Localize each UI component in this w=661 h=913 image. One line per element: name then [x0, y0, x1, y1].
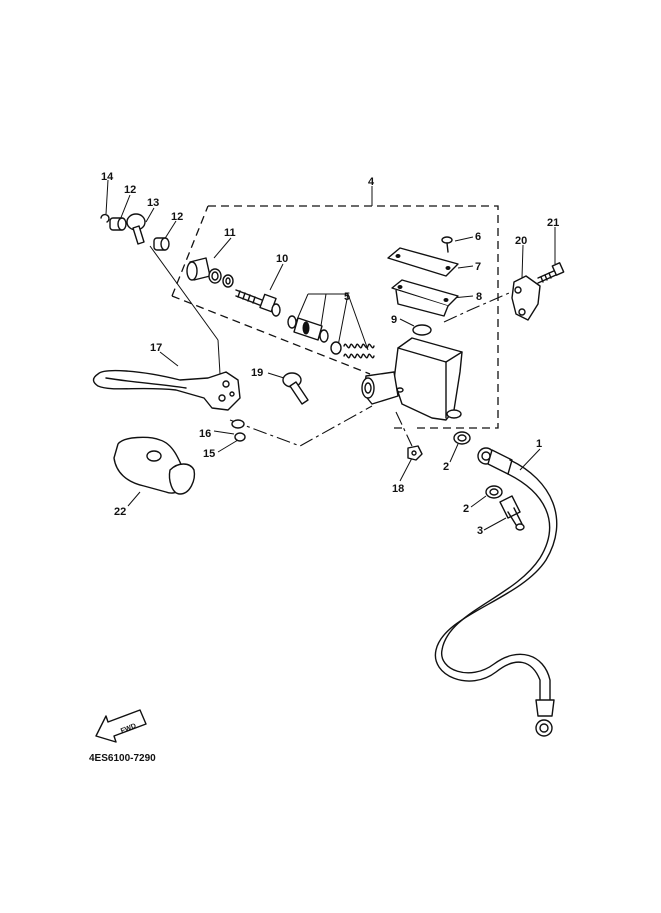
- cap-screw: [441, 236, 453, 253]
- callout-17: 17: [150, 342, 162, 354]
- callout-22: 22: [114, 506, 126, 518]
- master-cylinder-body: [361, 337, 463, 421]
- callout-20: 20: [515, 235, 527, 247]
- brake-lever: [92, 369, 241, 411]
- callout-12-right: 12: [171, 211, 183, 223]
- diaphragm: [391, 279, 459, 317]
- locknut-18: [407, 445, 423, 461]
- reservoir-cap: [387, 247, 459, 277]
- washer-16: [231, 419, 245, 429]
- alignment-line-pin-18: [395, 411, 413, 447]
- e-clip: [100, 213, 110, 223]
- callout-14: 14: [101, 171, 114, 183]
- callout-2-top: 2: [443, 461, 449, 473]
- push-rod: [235, 289, 281, 317]
- callout-4: 4: [368, 176, 375, 188]
- callout-7: 7: [475, 261, 481, 273]
- brake-hose: [434, 447, 558, 737]
- forward-direction-arrow-icon: FWD: [95, 709, 147, 743]
- callout-19: 19: [251, 367, 263, 379]
- pivot-bolt: [126, 213, 146, 245]
- diagram-reference-code: 4ES6100-7290: [89, 753, 156, 764]
- callout-15: 15: [203, 448, 215, 460]
- nut-left: [109, 217, 127, 231]
- lever-cover: [113, 436, 196, 495]
- piston-kit: [287, 315, 375, 359]
- callout-18: 18: [392, 483, 404, 495]
- callout-13: 13: [147, 197, 159, 209]
- circlip-15: [234, 432, 246, 442]
- callout-2-bottom: 2: [463, 503, 469, 515]
- master-cylinder-assembly-boundary: [171, 205, 499, 429]
- callout-6: 6: [475, 231, 481, 243]
- copper-washer-top: [453, 431, 471, 445]
- alignment-line-mount-bolt: [443, 289, 517, 323]
- callout-16: 16: [199, 428, 211, 440]
- holder-bolt: [537, 262, 565, 284]
- master-cylinder-holder: [511, 275, 541, 321]
- callout-21: 21: [547, 217, 559, 229]
- callout-11: 11: [224, 227, 236, 239]
- callout-12-left: 12: [124, 184, 136, 196]
- callout-3: 3: [477, 525, 483, 537]
- alignment-line-lever-pivot: [229, 405, 373, 447]
- callout-8: 8: [476, 291, 482, 303]
- callout-numbers: 1 2 2 3 4 5 6 7 8 9 10 11 12 12 13 14 15…: [101, 171, 559, 537]
- diaphragm-plate: [412, 324, 432, 336]
- dust-boot: [186, 257, 234, 288]
- callout-1: 1: [536, 438, 542, 450]
- callout-5: 5: [344, 291, 350, 303]
- lever-adjuster-bolt: [282, 372, 309, 405]
- union-bolt: [499, 495, 525, 531]
- callout-9: 9: [391, 314, 397, 326]
- nut-right: [153, 237, 170, 251]
- copper-washer-bottom: [485, 485, 503, 499]
- callout-10: 10: [276, 253, 288, 265]
- leader-lines: [105, 179, 556, 531]
